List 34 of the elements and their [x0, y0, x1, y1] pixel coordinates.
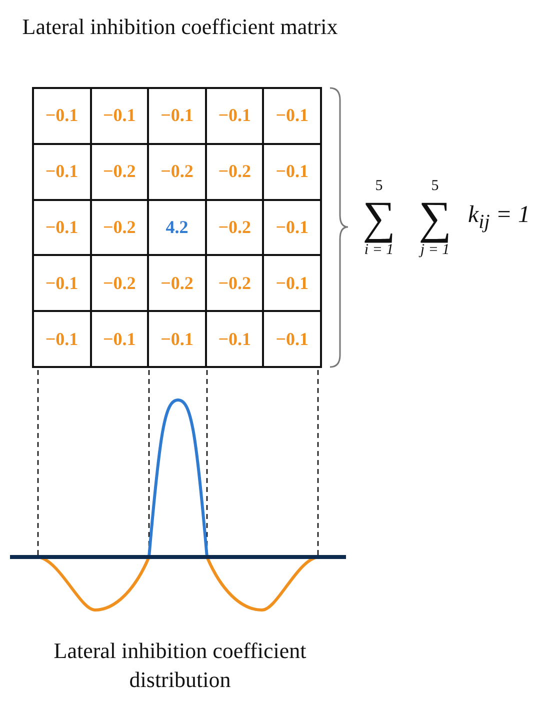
matrix-value: −0.2: [148, 255, 206, 312]
matrix-value: −0.2: [206, 144, 264, 200]
matrix-value: −0.1: [33, 144, 91, 200]
matrix-value: −0.1: [33, 255, 91, 312]
matrix-value: −0.2: [148, 144, 206, 200]
matrix-value: −0.1: [90, 311, 148, 367]
matrix-value: −0.1: [33, 200, 91, 256]
matrix-value: −0.1: [206, 88, 264, 144]
matrix-value: −0.1: [263, 255, 321, 312]
matrix-value: −0.1: [263, 144, 321, 200]
matrix-value: −0.1: [263, 311, 321, 367]
distribution-caption: Lateral inhibition coefficient distribution: [52, 637, 308, 694]
matrix-value: −0.1: [148, 88, 206, 144]
matrix-value: −0.1: [90, 88, 148, 144]
sum-symbol: ∑: [418, 194, 452, 242]
matrix-value: −0.2: [90, 200, 148, 256]
matrix-value: −0.1: [263, 88, 321, 144]
matrix-value: −0.2: [206, 255, 264, 312]
matrix-value: −0.1: [263, 200, 321, 256]
matrix-value: −0.2: [90, 144, 148, 200]
matrix-value: −0.1: [33, 88, 91, 144]
matrix-value: −0.1: [206, 311, 264, 367]
matrix-value: −0.2: [90, 255, 148, 312]
matrix-value: 4.2: [148, 200, 206, 256]
matrix-value: −0.1: [148, 311, 206, 367]
lower-limit: i = 1: [364, 242, 394, 258]
sum-symbol: ∑: [362, 194, 396, 242]
matrix-title: Lateral inhibition coefficient matrix: [21, 13, 339, 41]
upper-limit: 5: [375, 178, 383, 194]
matrix-value: −0.1: [33, 311, 91, 367]
matrix-value: −0.2: [206, 200, 264, 256]
upper-limit: 5: [431, 178, 439, 194]
lower-limit: j = 1: [420, 242, 450, 258]
formula-term: k$_{ij}$ = 1: [468, 202, 530, 234]
